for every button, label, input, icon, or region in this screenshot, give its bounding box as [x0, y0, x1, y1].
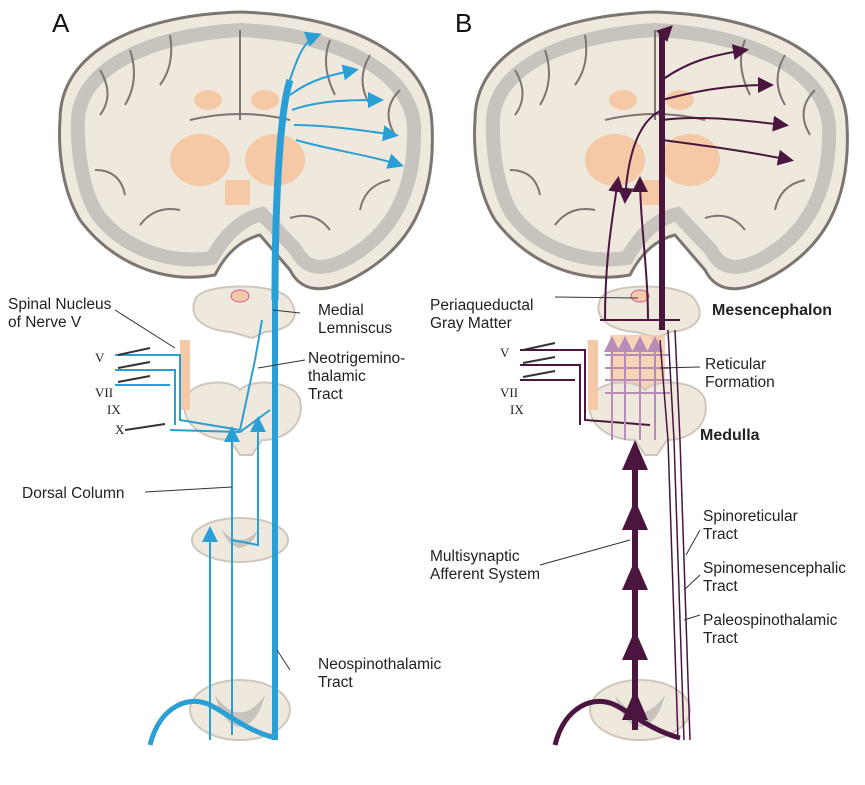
- label-neospinothalamic: Neospinothalamic Tract: [318, 656, 441, 692]
- nerve-v-a: V: [95, 350, 104, 366]
- label-neotrigeminothalamic: Neotrigemino- thalamic Tract: [308, 350, 405, 404]
- label-spinomesenc-line2: Tract: [703, 578, 846, 596]
- label-neospino-line2: Tract: [318, 674, 441, 692]
- label-neotrigemino-line3: Tract: [308, 386, 405, 404]
- label-spinal-nucleus: Spinal Nucleus of Nerve V: [8, 296, 111, 332]
- label-medulla: Medulla: [700, 427, 760, 445]
- label-multisynaptic: Multisynaptic Afferent System: [430, 548, 540, 584]
- panel-label-b: B: [455, 8, 472, 39]
- label-spinomesenc-line1: Spinomesencephalic: [703, 560, 846, 578]
- label-periaqueductal: Periaqueductal Gray Matter: [430, 297, 533, 333]
- label-multisynaptic-line1: Multisynaptic: [430, 548, 540, 566]
- label-periaqueductal-line1: Periaqueductal: [430, 297, 533, 315]
- label-reticular-line1: Reticular: [705, 356, 775, 374]
- label-spinoreticular-line2: Tract: [703, 526, 798, 544]
- label-spinomesencephalic: Spinomesencephalic Tract: [703, 560, 846, 596]
- label-paleospino-line2: Tract: [703, 630, 837, 648]
- label-neospino-line1: Neospinothalamic: [318, 656, 441, 674]
- label-spinal-nucleus-line2: of Nerve V: [8, 314, 111, 332]
- label-multisynaptic-line2: Afferent System: [430, 566, 540, 584]
- nerve-vii-a: VII: [95, 385, 113, 401]
- label-reticular-line2: Formation: [705, 374, 775, 392]
- label-mesencephalon: Mesencephalon: [712, 302, 832, 320]
- label-spinoreticular: Spinoreticular Tract: [703, 508, 798, 544]
- nerve-ix-a: IX: [107, 402, 121, 418]
- brain-a: [60, 12, 433, 289]
- label-paleospinothalamic: Paleospinothalamic Tract: [703, 612, 837, 648]
- label-periaqueductal-line2: Gray Matter: [430, 315, 533, 333]
- label-spinal-nucleus-line1: Spinal Nucleus: [8, 296, 111, 314]
- label-neotrigemino-line2: thalamic: [308, 368, 405, 386]
- label-medial-lemniscus: Medial Lemniscus: [318, 302, 392, 338]
- label-paleospino-line1: Paleospinothalamic: [703, 612, 837, 630]
- label-medial-lemniscus-line2: Lemniscus: [318, 320, 392, 338]
- nerve-vii-b: VII: [500, 385, 518, 401]
- nerve-x-a: X: [115, 422, 124, 438]
- nerve-ix-b: IX: [510, 402, 524, 418]
- label-dorsal-column: Dorsal Column: [22, 485, 125, 503]
- label-neotrigemino-line1: Neotrigemino-: [308, 350, 405, 368]
- label-medial-lemniscus-line1: Medial: [318, 302, 392, 320]
- label-reticular-formation: Reticular Formation: [705, 356, 775, 392]
- label-spinoreticular-line1: Spinoreticular: [703, 508, 798, 526]
- panel-label-a: A: [52, 8, 69, 39]
- nerve-v-b: V: [500, 345, 509, 361]
